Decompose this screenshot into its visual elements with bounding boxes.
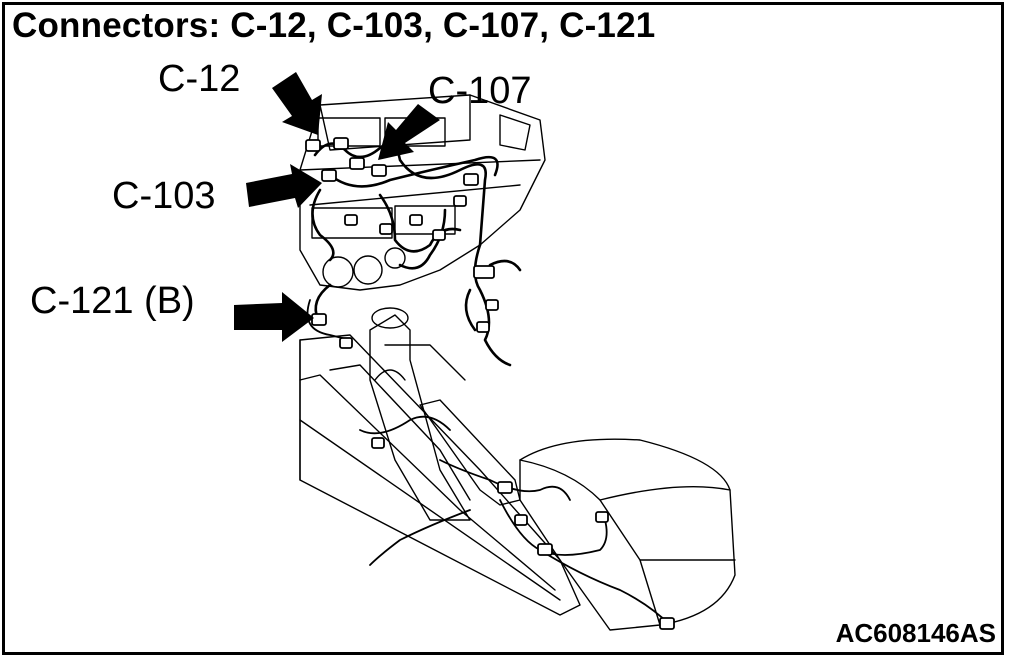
connector-blocks [305, 137, 675, 630]
arrow-c107 [378, 104, 440, 160]
callout-c12: C-12 [158, 58, 241, 100]
center-console [299, 334, 581, 616]
arrow-c12 [272, 72, 322, 135]
arrow-c121 [234, 292, 314, 342]
callout-c121: C-121 (B) [30, 280, 195, 322]
armrest [519, 438, 736, 631]
diagram-title: Connectors: C-12, C-103, C-107, C-121 [12, 6, 656, 45]
pointer-arrows [234, 72, 440, 342]
knob-right [353, 255, 383, 285]
figure-id: AC608146AS [835, 618, 996, 648]
callout-c103: C-103 [112, 175, 216, 217]
callout-c107: C-107 [428, 70, 532, 112]
shift-boot [369, 314, 471, 521]
knob-left [322, 256, 354, 288]
arrow-c103 [246, 164, 322, 208]
